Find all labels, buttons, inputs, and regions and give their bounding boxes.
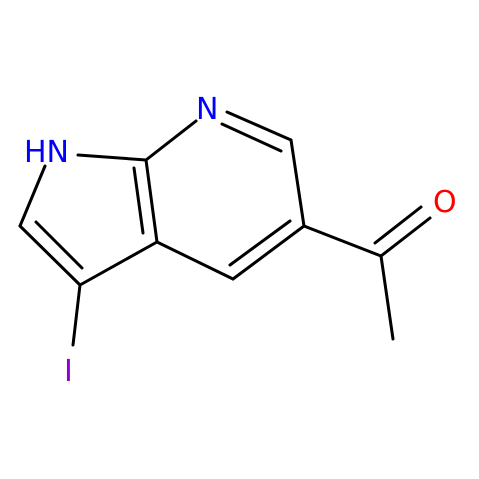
bond-c5-c4 — [231, 224, 306, 281]
bond-c3-iodine — [71, 283, 82, 347]
bond-carbonyl-methyl — [379, 254, 395, 341]
atom-label-nh: HN — [24, 135, 69, 170]
bond-c3-c3a — [78, 240, 159, 287]
bond-c2-c3-double — [34, 220, 84, 270]
bond-c5-c4-double — [228, 219, 292, 267]
bond-carbonyl-oxygen-double — [373, 205, 423, 245]
bond-nh-c2 — [18, 164, 47, 228]
bond-c4-c3a — [155, 240, 235, 281]
bond-n7-c6 — [225, 110, 293, 142]
bond-c3a-c7a — [144, 158, 159, 244]
atom-label-oxygen: O — [433, 185, 457, 220]
bond-c5-carbonyl — [302, 224, 383, 258]
bond-c3a-c7a-inner — [132, 166, 145, 235]
bond-nh-c7a — [76, 153, 148, 162]
bond-c7a-n7 — [144, 119, 198, 162]
atom-label-iodine: I — [64, 354, 73, 389]
bond-c2-c3 — [18, 224, 82, 287]
bond-carbonyl-oxygen — [379, 216, 432, 258]
bond-c6-c5 — [289, 138, 306, 228]
bond-n7-c6-double — [220, 122, 283, 153]
atom-label-pyridine-n: N — [196, 92, 218, 127]
